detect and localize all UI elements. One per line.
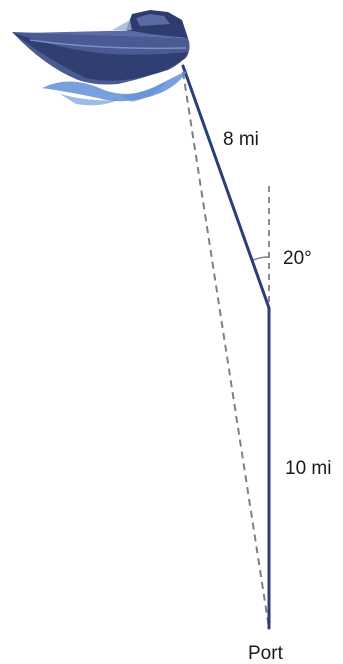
direct-distance-dashed-line bbox=[182, 71, 270, 629]
speedboat-icon bbox=[12, 10, 190, 85]
leg-10-mi-label: 10 mi bbox=[285, 458, 331, 479]
angle-arc bbox=[252, 256, 270, 261]
leg-8-mi-line bbox=[181, 64, 271, 310]
angle-20-degree-label: 20° bbox=[283, 248, 312, 269]
water-splash-icon bbox=[42, 70, 188, 106]
port-label: Port bbox=[248, 643, 284, 664]
leg-8-mi-label: 8 mi bbox=[223, 129, 259, 150]
